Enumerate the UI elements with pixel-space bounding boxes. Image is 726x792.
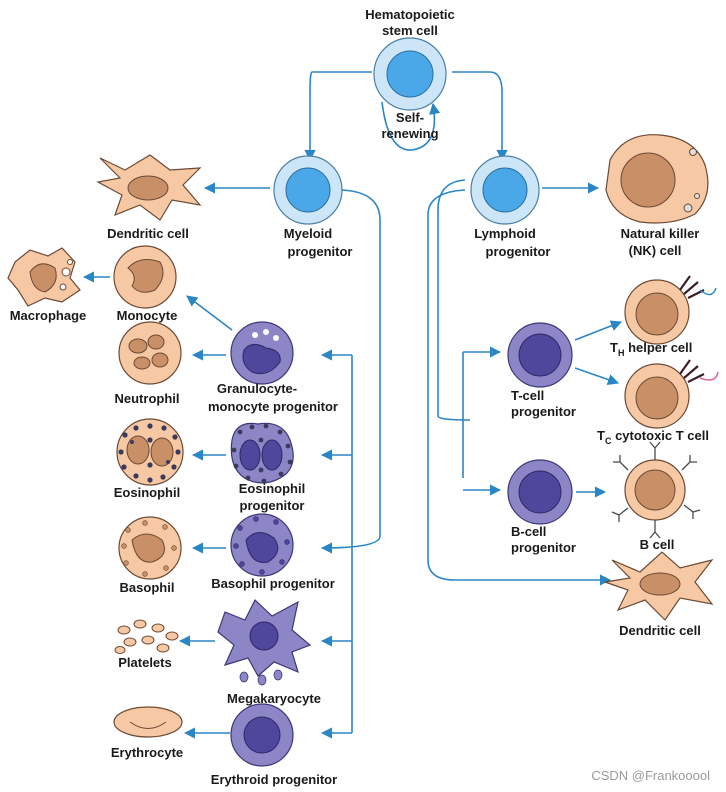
myeloid-progenitor-label-line2: progenitor: [288, 244, 353, 259]
arrow-t-to-tc: [574, 367, 620, 385]
gm-progenitor-label-line2: monocyte progenitor: [208, 399, 338, 414]
self-renewing-label-line1: Self-: [396, 110, 424, 125]
arrow-t-to-th: [574, 320, 623, 341]
platelets-cells: [114, 619, 179, 654]
basophil-progenitor-granules: [233, 516, 290, 575]
erythroid-progenitor-cell: [230, 703, 294, 767]
b-cell-progenitor-label-line1: B-cell: [511, 524, 546, 539]
t-cell-progenitor-label-line2: progenitor: [511, 404, 576, 419]
megakaryocyte-fragments: [239, 669, 283, 686]
monocyte-cell: [113, 245, 177, 309]
erythrocyte-cell: [113, 706, 183, 738]
basophil-progenitor-cell: [230, 513, 294, 577]
eosinophil-granules: [118, 423, 181, 483]
lymphoid-progenitor-label-line1: Lymphoid: [474, 226, 536, 241]
granulocyte-monocyte-progenitor-cell: [230, 321, 294, 385]
nk-cell-label-line2: (NK) cell: [629, 243, 682, 258]
macrophage-cell: [7, 247, 81, 307]
gm-progenitor-label-line1: Granulocyte-: [217, 381, 297, 396]
b-cell-progenitor-cell: [507, 459, 573, 525]
lymphoid-progenitor-label-line2: progenitor: [486, 244, 551, 259]
dendritic-cell-left: [96, 154, 202, 221]
myeloid-progenitor-cell: [273, 155, 343, 225]
natural-killer-cell: [605, 134, 709, 224]
myeloid-progenitor-label-line1: Myeloid: [284, 226, 332, 241]
arrow-myeloid-to-basophil-progenitor: [320, 189, 381, 554]
labels: Hematopoietic stem cell Self- renewing M…: [10, 7, 710, 787]
eosinophil-progenitor-cell: [230, 422, 294, 484]
monocyte-label: Monocyte: [117, 308, 178, 323]
b-cell-label: B cell: [640, 537, 675, 552]
basophil-progenitor-label: Basophil progenitor: [211, 576, 335, 591]
eosinophil-progenitor-label-line2: progenitor: [240, 498, 305, 513]
dendritic-cell-left-label: Dendritic cell: [107, 226, 189, 241]
arrow-gm-to-monocyte: [186, 295, 233, 331]
connector-lines: [82, 71, 623, 739]
neutrophil-label: Neutrophil: [115, 391, 180, 406]
eosinophil-progenitor-granules: [231, 423, 293, 484]
macrophage-label: Macrophage: [10, 308, 87, 323]
t-cytotoxic-cell: [624, 359, 719, 429]
t-cell-progenitor-cell: [507, 322, 573, 388]
lymphoid-inner-branch: [437, 179, 471, 421]
b-cell-antibodies: [611, 441, 701, 539]
arrow-stem-to-lymphoid: [452, 71, 508, 162]
b-cell: [611, 441, 701, 539]
megakaryocyte-label: Megakaryocyte: [227, 691, 321, 706]
nk-cell-label-line1: Natural killer: [621, 226, 700, 241]
basophil-cell: [118, 516, 182, 580]
basophil-label: Basophil: [120, 580, 175, 595]
basophil-granules: [121, 520, 177, 577]
b-cell-progenitor-label-line2: progenitor: [511, 540, 576, 555]
platelets-label: Platelets: [118, 655, 171, 670]
stem-cell-label-line1: Hematopoietic: [365, 7, 455, 22]
arrow-stem-to-myeloid: [304, 71, 372, 162]
dendritic-cell-right-label: Dendritic cell: [619, 623, 701, 638]
arrow-self-renewing: [381, 101, 441, 151]
t-cytotoxic-cell-label: TC cytotoxic T cell: [597, 428, 709, 446]
watermark-text: CSDN @Frankooool: [591, 768, 710, 783]
eosinophil-cell: [116, 418, 184, 486]
t-helper-cell: [624, 275, 717, 345]
erythrocyte-label: Erythrocyte: [111, 745, 183, 760]
self-renewing-label-line2: renewing: [381, 126, 438, 141]
eosinophil-progenitor-label-line1: Eosinophil: [239, 481, 305, 496]
megakaryocyte-cell: [217, 599, 312, 686]
erythroid-progenitor-label: Erythroid progenitor: [211, 772, 337, 787]
arrow-lymphoid-to-dendritic: [427, 189, 612, 586]
t-cell-progenitor-label-line1: T-cell: [511, 388, 544, 403]
neutrophil-cell: [118, 321, 182, 385]
dendritic-cell-right: [604, 551, 714, 621]
stem-cell-label-line2: stem cell: [382, 23, 438, 38]
hematopoietic-stem-cell: [373, 37, 447, 111]
eosinophil-label: Eosinophil: [114, 485, 180, 500]
t-helper-cell-label: TH helper cell: [610, 340, 692, 358]
lymphoid-progenitor-cell: [470, 155, 540, 225]
